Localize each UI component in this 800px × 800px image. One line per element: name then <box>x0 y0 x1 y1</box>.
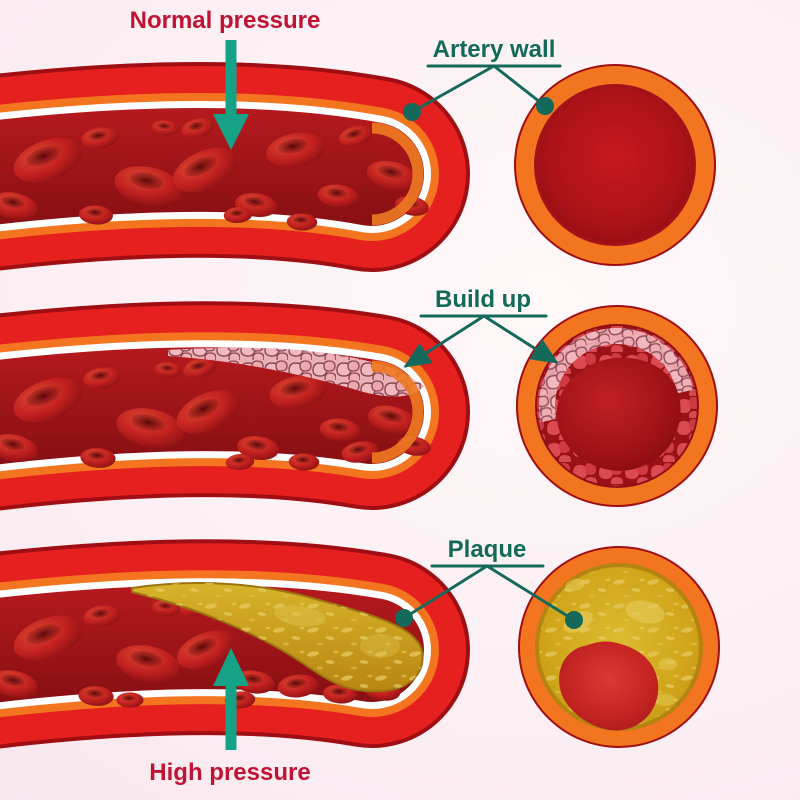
red-blood-cell <box>116 692 144 708</box>
artery-wall-label: Artery wall <box>433 36 556 63</box>
pointer-line <box>403 314 486 368</box>
pointer-line <box>403 64 496 121</box>
cross-section-buildup <box>516 305 718 507</box>
pointer-line <box>395 564 489 627</box>
build-up-callout: Build up <box>403 286 559 368</box>
artery-tube-plaque <box>0 539 470 749</box>
cross-section-plaque <box>518 546 720 748</box>
artery-tube-normal <box>0 61 470 272</box>
up-arrow-icon <box>213 648 249 750</box>
buildup-pale-crescent <box>539 328 694 423</box>
tube-opening-highlight <box>371 122 424 226</box>
build-up-label: Build up <box>435 286 531 313</box>
normal-pressure-callout: Normal pressure <box>130 7 321 150</box>
tube-opening-highlight <box>371 360 424 464</box>
down-arrow-icon <box>213 40 249 150</box>
pointer-line <box>485 564 583 629</box>
artery-wall-callout: Artery wall <box>403 36 562 121</box>
pointer-line <box>482 314 559 364</box>
narrowed-lumen-blob <box>559 641 659 731</box>
normal-pressure-label: Normal pressure <box>130 7 321 34</box>
high-pressure-label: High pressure <box>149 759 310 786</box>
plaque-deposit <box>131 582 424 693</box>
pointer-line <box>492 64 554 115</box>
high-pressure-callout: High pressure <box>149 648 311 786</box>
plaque-label: Plaque <box>448 536 527 563</box>
cross-section-normal <box>514 64 716 266</box>
cholesterol-buildup-deposit <box>168 347 424 397</box>
artery-tube-buildup <box>0 301 470 511</box>
narrowed-lumen-blob <box>556 357 681 471</box>
plaque-callout: Plaque <box>395 536 583 629</box>
